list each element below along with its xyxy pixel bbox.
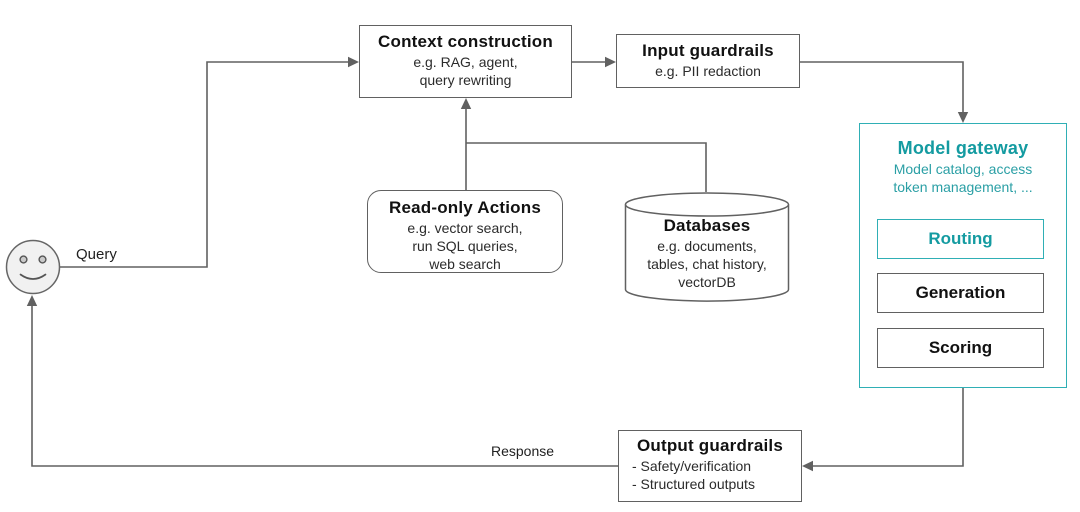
read-only-actions-node: Read-only Actions e.g. vector search, ru…	[367, 190, 563, 273]
input-guardrails-title: Input guardrails	[642, 41, 774, 60]
databases-node: Databases e.g. documents, tables, chat h…	[624, 191, 790, 303]
databases-sub1: e.g. documents,	[657, 238, 757, 254]
databases-sub3: vectorDB	[678, 274, 736, 290]
context-construction-sub1: e.g. RAG, agent,	[413, 54, 518, 70]
query-label: Query	[76, 246, 117, 263]
context-construction-node: Context construction e.g. RAG, agent, qu…	[359, 25, 572, 98]
output-guardrails-sub2: - Structured outputs	[632, 476, 755, 492]
output-guardrails-node: Output guardrails - Safety/verification …	[618, 430, 802, 502]
context-construction-sub2: query rewriting	[419, 72, 512, 88]
read-only-actions-sub3: web search	[429, 256, 501, 272]
input-guardrails-node: Input guardrails e.g. PII redaction	[616, 34, 800, 88]
edge-databases-to-context	[466, 142, 707, 192]
model-gateway-sub1: Model catalog, access	[893, 161, 1033, 177]
context-construction-title: Context construction	[378, 32, 553, 51]
response-label: Response	[491, 443, 555, 459]
model-gateway-sub2: token management, ...	[893, 179, 1033, 195]
arrowhead-into-input	[605, 56, 616, 68]
model-gateway-node: Model gateway Model catalog, access toke…	[859, 123, 1067, 388]
input-guardrails-sub1: e.g. PII redaction	[655, 63, 761, 79]
read-only-actions-title: Read-only Actions	[388, 198, 541, 217]
read-only-actions-sub1: e.g. vector search,	[407, 220, 523, 236]
scoring-node: Scoring	[877, 328, 1044, 368]
databases-sub2: tables, chat history,	[647, 256, 767, 272]
arrowhead-into-output	[802, 460, 813, 472]
edge-response-path	[31, 304, 618, 467]
arrowhead-into-user	[26, 295, 38, 306]
arrowhead-into-context-bottom	[460, 98, 472, 109]
output-guardrails-sub1: - Safety/verification	[632, 458, 752, 474]
user-smiley-icon	[5, 239, 61, 295]
routing-node: Routing	[877, 219, 1044, 259]
read-only-actions-sub2: run SQL queries,	[412, 238, 518, 254]
output-guardrails-title: Output guardrails	[636, 436, 784, 455]
edge-gateway-to-output	[811, 388, 964, 467]
arrowhead-into-gateway	[957, 112, 969, 123]
database-cylinder-icon	[624, 192, 790, 302]
edge-input-to-gateway	[800, 61, 964, 114]
generation-node: Generation	[877, 273, 1044, 313]
model-gateway-title: Model gateway	[897, 138, 1029, 158]
databases-title: Databases	[663, 216, 751, 235]
arrowhead-into-context-left	[348, 56, 359, 68]
edge-query-path	[60, 61, 350, 268]
